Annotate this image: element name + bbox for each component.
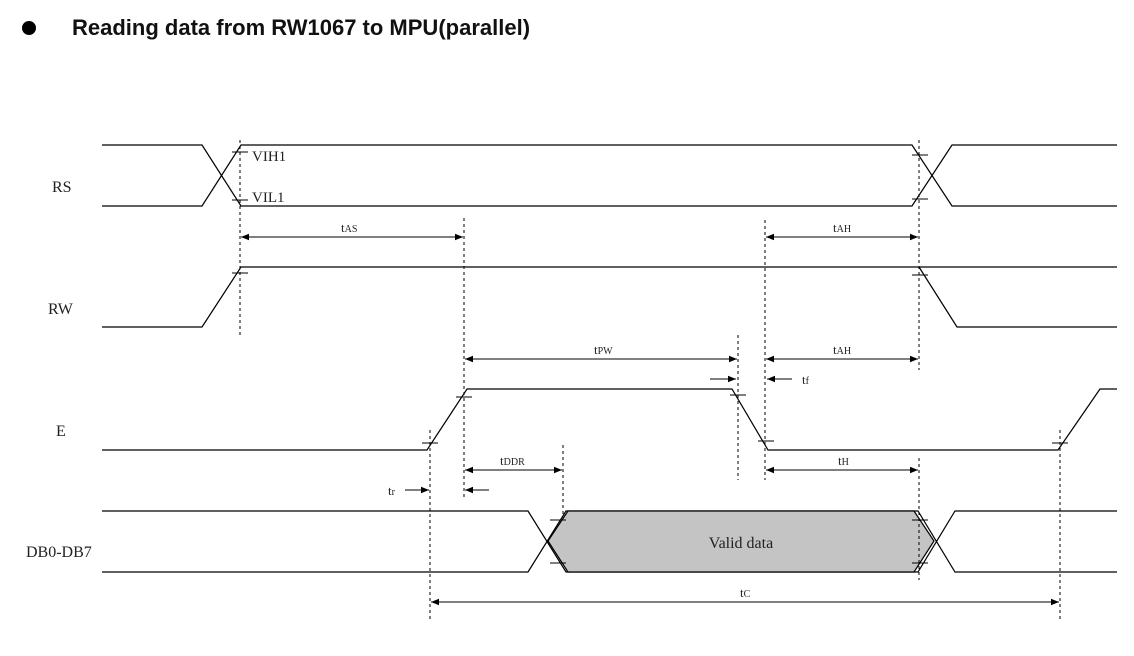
rs-waveform [102,144,1117,207]
rw-waveform [102,266,1117,328]
e-waveform [102,388,1117,451]
reference-lines [239,140,1061,622]
timing-label-tc: tC [740,585,751,600]
timing-label-tf: tf [802,372,810,387]
timing-label-tr: tr [388,483,396,498]
signal-label-e: E [56,423,66,440]
timing-label-tas: tAS [341,220,357,235]
timing-label-tah-rw: tAH [833,342,851,357]
signal-label-rs: RS [52,179,72,196]
timing-label-tpw: tPW [594,342,613,357]
valid-data-label: Valid data [709,535,773,552]
signal-label-rw: RW [48,301,74,318]
dimension-arrows [241,233,1059,606]
timing-label-tah-rs: tAH [833,220,851,235]
timing-label-th: tH [838,453,849,468]
timing-label-tddr: tDDR [500,453,525,468]
level-label-vil: VIL1 [252,190,285,206]
level-label-vih: VIH1 [252,149,286,165]
db-waveform [102,510,1117,573]
valid-data-region [547,510,935,573]
title-row: Reading data from RW1067 to MPU(parallel… [20,12,530,44]
bullet-icon [22,21,36,35]
signal-label-db: DB0-DB7 [26,544,92,561]
page-title: Reading data from RW1067 to MPU(parallel… [72,15,531,40]
